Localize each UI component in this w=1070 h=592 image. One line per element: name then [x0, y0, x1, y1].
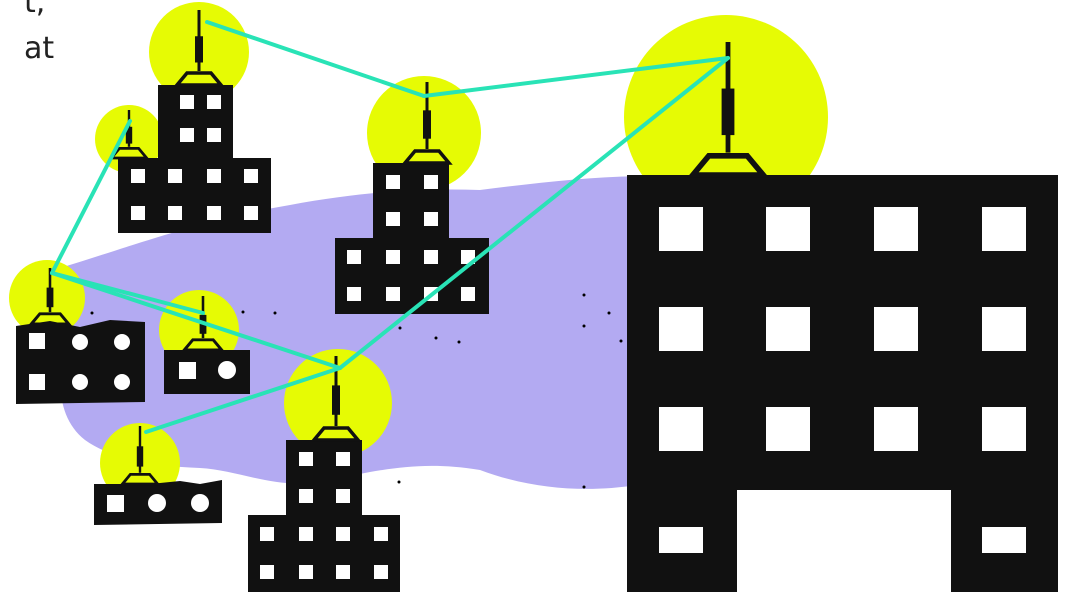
building-small-bottom-left [94, 480, 222, 525]
building-tower-center [335, 163, 489, 314]
building-wide-left [16, 320, 145, 404]
building-large-right [627, 175, 1058, 592]
building-small-middle [164, 350, 250, 394]
